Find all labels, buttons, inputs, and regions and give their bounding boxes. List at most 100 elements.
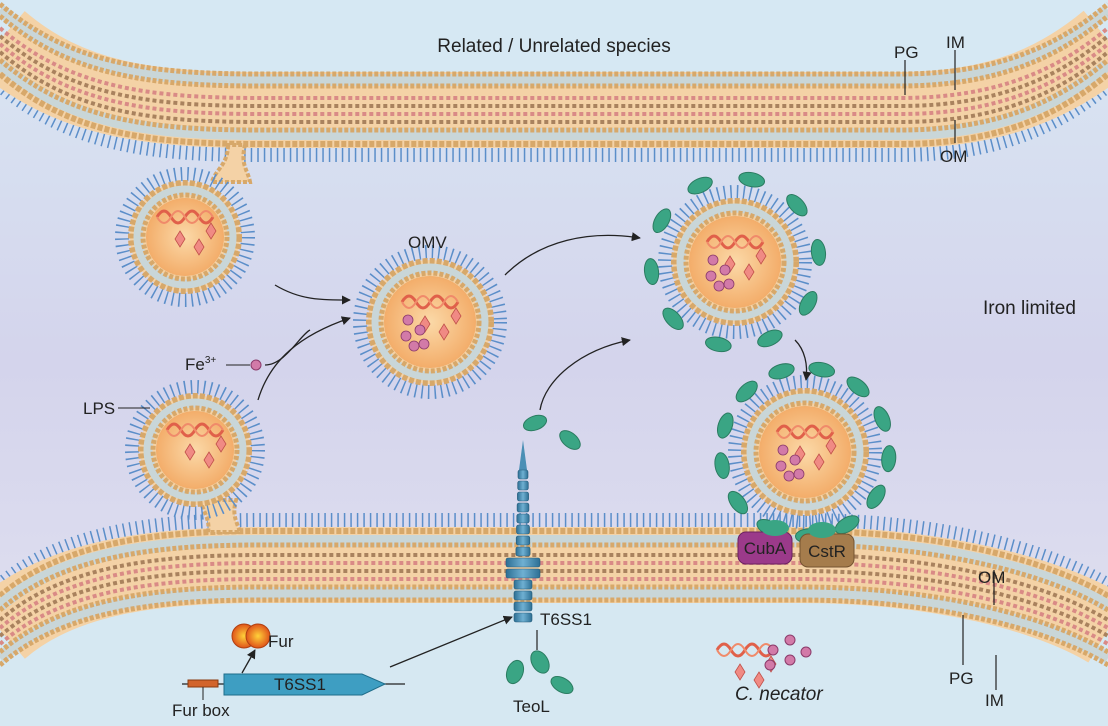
omv-with-teol bbox=[643, 171, 827, 353]
t6ss-ring bbox=[517, 491, 529, 502]
fe3-ion bbox=[250, 359, 262, 371]
label-om-bottom: OM bbox=[978, 568, 1005, 587]
iron-ion bbox=[784, 654, 796, 666]
omv-bound-teol bbox=[714, 361, 897, 544]
teol-protein bbox=[786, 194, 808, 217]
teol-protein bbox=[662, 307, 684, 330]
label-t6ss1-structure: T6SS1 bbox=[540, 610, 592, 629]
dna-helix bbox=[706, 235, 764, 249]
cuba-label: CubA bbox=[744, 539, 787, 558]
budding-vesicle-top bbox=[115, 167, 255, 307]
iron-ion bbox=[767, 644, 779, 656]
fur-box bbox=[187, 679, 219, 688]
teol-protein bbox=[810, 238, 827, 266]
label-fur: Fur bbox=[268, 632, 294, 651]
leader-lines bbox=[904, 50, 997, 690]
vesicle-lumen bbox=[759, 406, 851, 498]
t6ss1-gene bbox=[223, 673, 387, 696]
dna-helix bbox=[776, 425, 834, 439]
budding-neck-top bbox=[209, 143, 253, 184]
cargo-protein bbox=[813, 453, 825, 471]
vesicles bbox=[115, 167, 897, 544]
lps-layer bbox=[125, 380, 265, 520]
lps-layer bbox=[353, 245, 507, 399]
teol-protein bbox=[846, 376, 870, 398]
teol-protein bbox=[866, 484, 886, 509]
t6ss-ring bbox=[513, 590, 533, 601]
top-cell bbox=[0, 0, 1108, 154]
cargo-protein bbox=[734, 663, 746, 681]
cargo-protein bbox=[193, 238, 205, 256]
t6ss-ring bbox=[513, 612, 533, 623]
cytoplasm-cargo bbox=[715, 634, 812, 689]
iron-ion bbox=[705, 270, 717, 282]
lps-layer bbox=[115, 167, 255, 307]
cargo-protein bbox=[174, 230, 186, 248]
iron-ion bbox=[775, 460, 787, 472]
cargo-protein bbox=[215, 435, 227, 453]
t6ss-ring bbox=[515, 535, 531, 546]
dna-helix bbox=[166, 423, 224, 437]
t6ss-ring bbox=[516, 502, 530, 513]
t6ss1-structure bbox=[505, 440, 541, 623]
iron-ion bbox=[402, 314, 414, 326]
teol-protein bbox=[643, 258, 660, 286]
label-fe-superscript: 3+ bbox=[205, 355, 217, 366]
arrows bbox=[241, 232, 812, 674]
teol-protein bbox=[704, 336, 732, 353]
label-teol: TeoL bbox=[513, 697, 550, 716]
iron-ion bbox=[400, 330, 412, 342]
label-omv: OMV bbox=[408, 233, 447, 252]
budding-neck-bottom bbox=[197, 498, 243, 534]
cargo-protein bbox=[743, 263, 755, 281]
label-c-necator: C. necator bbox=[735, 684, 823, 705]
t6ss-ring bbox=[505, 557, 541, 568]
cargo-protein bbox=[450, 307, 462, 325]
label-t6ss1-gene: T6SS1 bbox=[274, 675, 326, 694]
iron-ion bbox=[784, 634, 796, 646]
lps-layer bbox=[728, 375, 882, 529]
lps-layer bbox=[658, 185, 812, 339]
teol-proteins bbox=[505, 414, 581, 695]
teol-protein bbox=[652, 208, 672, 234]
t6ss-ring bbox=[505, 568, 541, 579]
cargo-protein bbox=[438, 323, 450, 341]
iron-ion bbox=[764, 659, 776, 671]
iron-ion bbox=[414, 324, 426, 336]
cargo-protein bbox=[753, 671, 765, 689]
vesicle-lumen bbox=[689, 216, 781, 308]
teol-protein bbox=[727, 490, 749, 515]
label-fe: Fe3+ bbox=[185, 355, 216, 374]
teol-protein bbox=[808, 361, 836, 378]
dna-helix bbox=[401, 295, 459, 309]
label-lps: LPS bbox=[83, 399, 115, 418]
label-pg-top: PG bbox=[894, 43, 919, 62]
iron-ion bbox=[789, 454, 801, 466]
label-om-top: OM bbox=[940, 147, 967, 166]
label-fur-box: Fur box bbox=[172, 701, 230, 720]
t6ss-ring bbox=[515, 546, 531, 557]
label-fe-base: Fe bbox=[185, 355, 205, 374]
cargo-protein bbox=[755, 247, 767, 265]
t6ss-ring bbox=[516, 524, 530, 535]
teol-bound bbox=[808, 522, 836, 538]
iron-ion bbox=[800, 646, 812, 658]
teol-protein bbox=[798, 290, 818, 316]
teol-protein bbox=[716, 412, 734, 439]
teol-protein bbox=[873, 406, 891, 432]
cstr-label: CstR bbox=[808, 542, 846, 561]
teol-protein bbox=[768, 363, 795, 380]
t6ss-ring bbox=[516, 513, 530, 524]
t6ss-ring bbox=[517, 480, 529, 491]
vesicle-lumen bbox=[156, 411, 234, 489]
teol-protein bbox=[757, 329, 783, 348]
vesicle-lumen bbox=[146, 198, 224, 276]
iron-ion bbox=[713, 280, 725, 292]
fur-protein bbox=[231, 623, 271, 649]
t6ss-ring bbox=[513, 601, 533, 612]
iron-ion bbox=[783, 470, 795, 482]
label-iron-limited: Iron limited bbox=[983, 298, 1076, 319]
cargo-protein bbox=[825, 437, 837, 455]
iron-ion bbox=[408, 340, 420, 352]
